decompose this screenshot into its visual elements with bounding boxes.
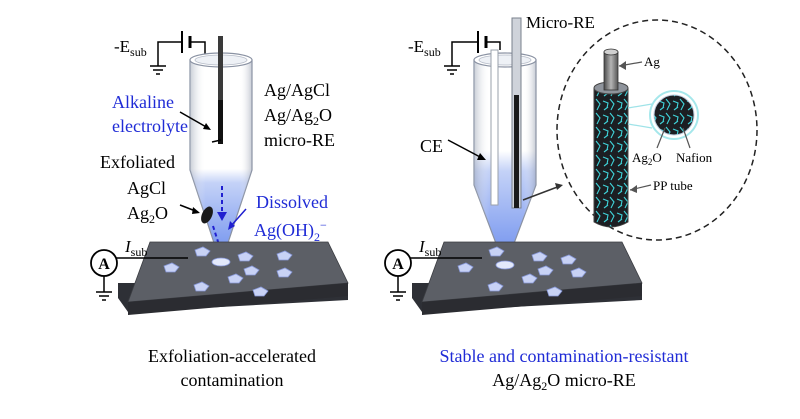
left-caption-line1: Exfoliation-accelerated [148, 346, 316, 366]
dissolution-arrow-2 [212, 225, 221, 249]
left-ammeter-symbol: A [98, 256, 110, 273]
inset-nafion-label: Nafion [676, 150, 713, 165]
left-caption-line2: contamination [181, 370, 284, 390]
exfoliated-label-line2: AgCl [127, 178, 166, 198]
exfoliated-label-line1: Exfoliated [100, 152, 175, 172]
right-substrate [412, 241, 643, 315]
left-panel: -Esub [90, 31, 349, 390]
right-crystals [457, 246, 587, 297]
inset-ag2o-label: Ag2O [632, 150, 662, 167]
right-bias-source [444, 31, 501, 75]
micro-re-label: Micro-RE [526, 13, 595, 32]
left-bias-label: -Esub [114, 37, 147, 59]
exfoliated-particle [201, 206, 213, 224]
inset-ag-label: Ag [644, 54, 660, 69]
counter-electrode [490, 49, 499, 206]
ref-label-line3: micro-RE [264, 130, 335, 150]
left-crystals [163, 246, 293, 297]
left-substrate [118, 241, 349, 315]
inset-pp-label: PP tube [653, 178, 693, 193]
right-bias-label: -Esub [408, 37, 441, 59]
electrolyte-label-line2: electrolyte [112, 116, 188, 136]
inset-magnified-view [556, 19, 758, 241]
right-caption-line1: Stable and contamination-resistant [440, 346, 689, 366]
right-caption-line2: Ag/Ag2O micro-RE [492, 370, 635, 393]
left-ammeter [90, 249, 188, 301]
electrolyte-label-line1: Alkaline [112, 92, 174, 112]
ref-label-line1: Ag/AgCl [264, 80, 330, 100]
right-current-label: Isub [418, 237, 441, 259]
ce-label: CE [420, 136, 443, 156]
right-panel: -Esub Micro-RE CE [384, 13, 758, 393]
dissolved-label-line2: Ag(OH)2− [254, 218, 327, 244]
dissolved-label-line1: Dissolved [256, 192, 328, 212]
right-ammeter [384, 249, 482, 301]
exfoliated-label-line3: Ag2O [127, 203, 168, 226]
right-ammeter-symbol: A [392, 256, 404, 273]
ref-label-line2: Ag/Ag2O [264, 105, 332, 128]
left-current-label: Isub [124, 237, 147, 259]
left-reference-electrode [218, 36, 223, 144]
